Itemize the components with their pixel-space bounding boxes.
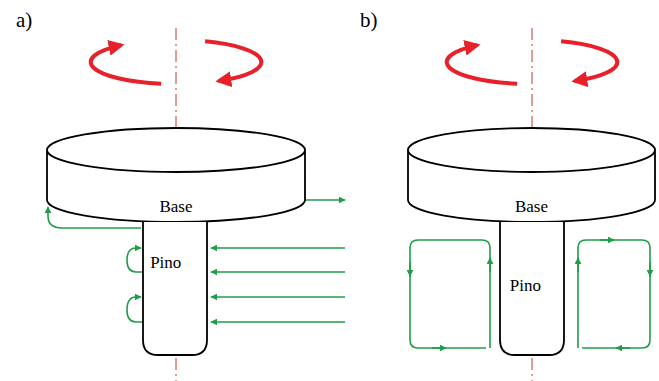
shape-fill [500,222,564,355]
shape-fill [143,222,207,355]
shape-fill [408,128,655,222]
shape-outline [500,222,564,355]
part-name: Pino [150,254,181,271]
shape-outline [47,128,305,222]
pin-outline [142,222,208,356]
part-name: Base [159,198,192,215]
panel-label: a) [16,10,32,31]
panel-label: b) [360,10,378,31]
tool-shoulder: Base [47,128,305,224]
tool-shoulder: Base [408,128,655,224]
shape-outline [408,128,655,222]
rotation-arrow [91,41,618,83]
tool-pin: Pino [142,222,208,356]
part-name: Base [515,198,548,215]
part-name: Pino [510,277,541,294]
tool-pin: Pino [499,222,565,356]
shape-fill [47,128,305,222]
shape-outline [143,222,207,355]
